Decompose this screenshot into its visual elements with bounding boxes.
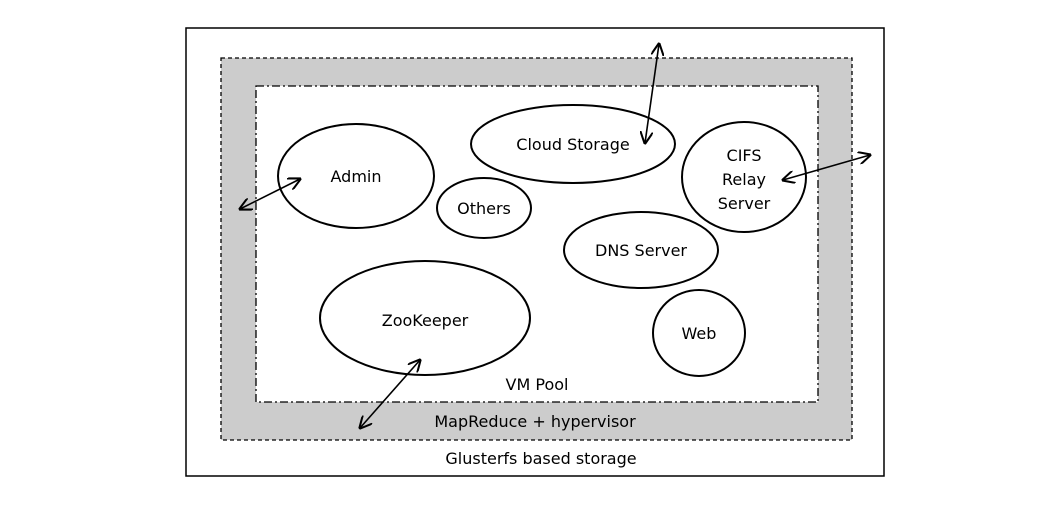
cloud-storage-arrow (645, 44, 659, 143)
web-node (652, 289, 746, 377)
cifs-label-line1: CIFS (727, 146, 762, 165)
mapreduce-hypervisor-label: MapReduce + hypervisor (434, 412, 636, 431)
cloud-storage-node (470, 104, 676, 184)
cloud-storage-label: Cloud Storage (516, 135, 629, 154)
admin-label: Admin (331, 167, 382, 186)
dns-server-node (563, 211, 719, 289)
zookeeper-node (319, 260, 531, 376)
admin-node (277, 123, 435, 229)
admin-arrow (240, 179, 300, 209)
cifs-label-line3: Server (718, 194, 771, 213)
cifs-label-line2: Relay (722, 170, 766, 189)
zookeeper-arrow (360, 360, 420, 428)
vm-pool-label: VM Pool (506, 375, 569, 394)
dns-server-label: DNS Server (595, 241, 687, 260)
others-label: Others (457, 199, 511, 218)
others-node (436, 177, 532, 239)
web-label: Web (682, 324, 717, 343)
cifs-arrow (783, 155, 870, 180)
glusterfs-storage-label: Glusterfs based storage (445, 449, 636, 468)
zookeeper-label: ZooKeeper (382, 311, 469, 330)
